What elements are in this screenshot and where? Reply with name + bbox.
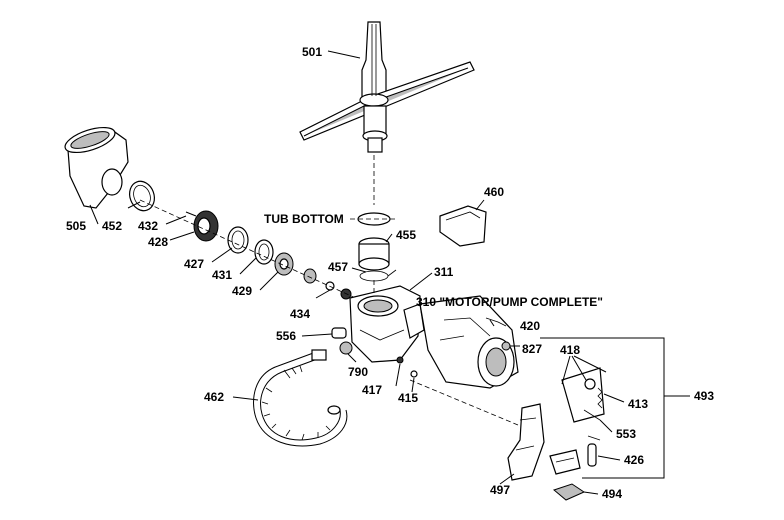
clip-420[interactable] <box>485 317 507 327</box>
seal-455[interactable] <box>358 237 390 271</box>
label-432: 432 <box>138 219 158 233</box>
label-413: 413 <box>628 397 648 411</box>
label-418: 418 <box>560 343 580 357</box>
label-426: 426 <box>624 453 644 467</box>
part-790[interactable] <box>339 341 353 355</box>
drain-hose-462[interactable] <box>253 349 348 447</box>
label-553: 553 <box>616 427 636 441</box>
label-556: 556 <box>276 329 296 343</box>
tub-bottom-ring <box>350 212 398 226</box>
label-427: 427 <box>184 257 204 271</box>
part-417[interactable] <box>396 356 404 364</box>
label-494: 494 <box>602 487 622 501</box>
label-420: 420 <box>520 319 540 333</box>
label-417: 417 <box>362 383 382 397</box>
label-455: 455 <box>396 228 416 242</box>
impeller-428[interactable] <box>185 210 219 242</box>
bracket-418[interactable] <box>561 367 605 423</box>
label-415: 415 <box>398 391 418 405</box>
label-452: 452 <box>102 219 122 233</box>
pump-body-311[interactable] <box>349 285 425 363</box>
label-434: 434 <box>290 307 310 321</box>
pin-426[interactable] <box>587 435 601 467</box>
label-501: 501 <box>302 45 322 59</box>
gear-429[interactable] <box>274 252 294 276</box>
label-tub-bottom: TUB BOTTOM <box>264 212 344 226</box>
label-790: 790 <box>348 365 368 379</box>
part-415[interactable] <box>410 370 418 378</box>
spring-413[interactable] <box>597 387 603 409</box>
label-429: 429 <box>232 284 252 298</box>
label-motor-pump-complete: 310 "MOTOR/PUMP COMPLETE" <box>416 295 603 309</box>
label-493: 493 <box>694 389 714 403</box>
housing-505[interactable] <box>62 122 129 209</box>
ring-431[interactable] <box>254 239 274 265</box>
rod-553[interactable] <box>583 409 601 421</box>
motor-310[interactable] <box>419 295 519 389</box>
label-460: 460 <box>484 185 504 199</box>
label-462: 462 <box>204 390 224 404</box>
spray-arm-501[interactable] <box>299 21 475 153</box>
bracket-497[interactable] <box>507 403 545 481</box>
ring-452[interactable] <box>126 178 159 214</box>
label-505: 505 <box>66 219 86 233</box>
label-827: 827 <box>522 342 542 356</box>
label-428: 428 <box>148 235 168 249</box>
label-497: 497 <box>490 483 510 497</box>
pad-494[interactable] <box>552 483 586 501</box>
switch-block[interactable] <box>549 449 581 475</box>
label-311: 311 <box>434 265 454 279</box>
nut-827[interactable] <box>501 341 511 351</box>
fitting-556[interactable] <box>331 327 347 339</box>
label-431: 431 <box>212 268 232 282</box>
guard-460[interactable] <box>439 205 487 247</box>
fitting-434[interactable] <box>303 268 352 300</box>
label-457: 457 <box>328 260 348 274</box>
